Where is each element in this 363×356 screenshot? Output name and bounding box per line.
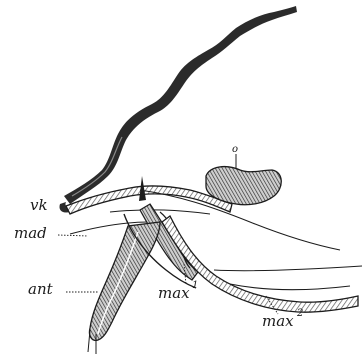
label-max1: max bbox=[158, 284, 190, 302]
label-mad: mad bbox=[14, 224, 47, 242]
organ-o-blob bbox=[206, 167, 281, 205]
label-max2: max bbox=[262, 312, 294, 330]
label-ant: ant bbox=[28, 280, 54, 298]
label-max2-superscript: 2 bbox=[296, 308, 303, 319]
label-max1-superscript: 1 bbox=[192, 280, 198, 291]
label-o: o bbox=[232, 144, 238, 155]
label-vk: vk bbox=[30, 196, 48, 214]
antenna bbox=[89, 222, 160, 340]
maxilla-2 bbox=[162, 216, 358, 312]
